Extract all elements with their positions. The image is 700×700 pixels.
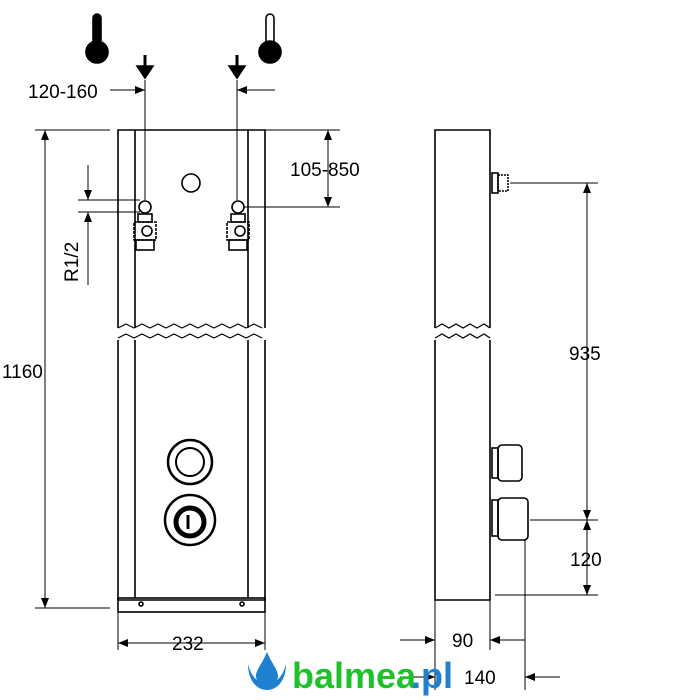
- side-view: [434, 129, 529, 601]
- dim-inlet-height: 105-850: [290, 160, 360, 181]
- dim-width: 232: [172, 634, 204, 655]
- logo-text: balmea: [292, 655, 417, 696]
- thermometer-hot-icon: [85, 13, 109, 64]
- front-view: [117, 100, 266, 613]
- dim-connector-to-handle: 935: [569, 344, 601, 365]
- valve-left: [133, 200, 157, 251]
- balmea-logo: balmea .pl: [248, 652, 453, 696]
- dim-inlet-spacing: 120-160: [28, 82, 98, 103]
- dim-depth-total: 140: [464, 668, 496, 689]
- dim-total-height: 1160: [2, 362, 43, 383]
- logo-suffix: .pl: [411, 655, 453, 696]
- dim-handle-height: 120: [570, 550, 602, 571]
- thermometer-cold-icon: [258, 13, 282, 64]
- dim-thread: R1/2: [62, 242, 83, 282]
- dim-depth: 90: [452, 631, 473, 652]
- valve-right: [226, 200, 250, 251]
